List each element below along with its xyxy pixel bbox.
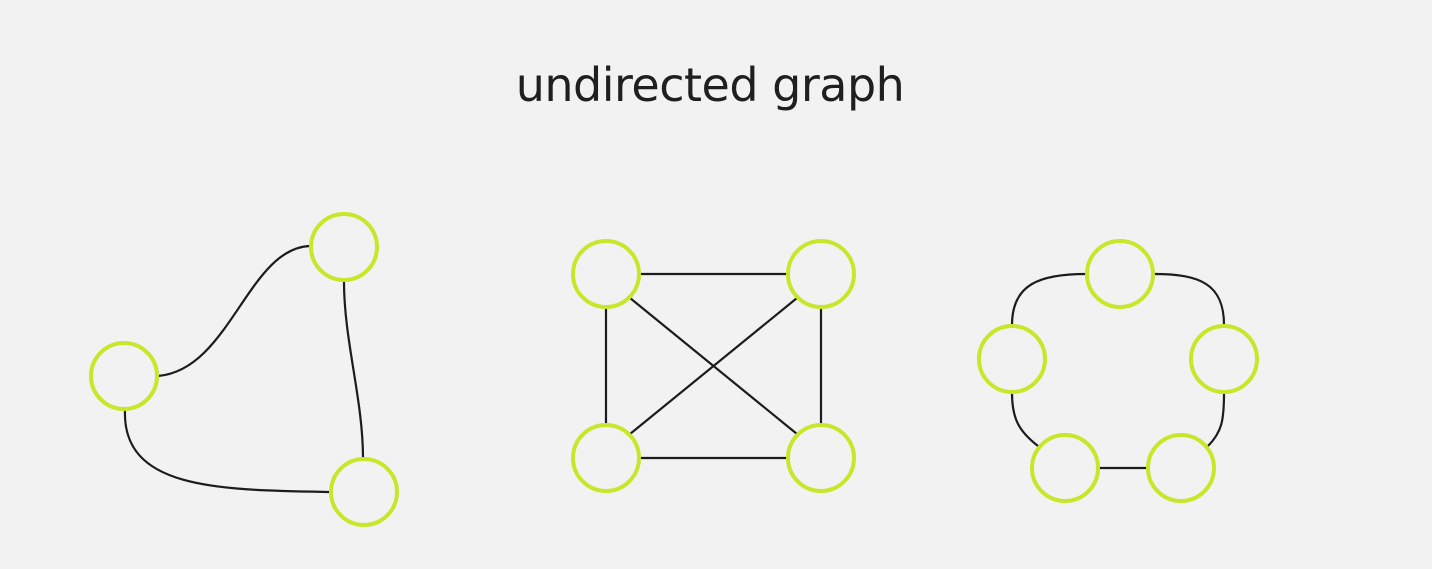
edge-g3-left-top — [1010, 272, 1087, 326]
edge-g3-bottomleft-left — [1010, 392, 1039, 447]
node-g2-bottom-left — [571, 423, 641, 493]
node-g2-bottom-right — [786, 423, 856, 493]
edge-g3-right-bottomright — [1207, 392, 1226, 447]
graph-four-node-complete — [571, 239, 856, 493]
edge-g1-top-bottom — [342, 281, 365, 459]
node-g3-bottom-left — [1030, 433, 1100, 503]
node-g3-left — [977, 324, 1047, 394]
diagram-title: undirected graph — [515, 58, 905, 112]
node-g1-left — [89, 341, 159, 411]
graph-three-node-cycle — [89, 212, 399, 527]
edge-g3-top-right — [1153, 272, 1226, 326]
edge-g1-left-top — [157, 244, 311, 378]
edge-g1-left-bottom — [123, 409, 331, 494]
graph-five-node-cycle — [977, 239, 1259, 503]
node-g3-top — [1085, 239, 1155, 309]
node-g2-top-left — [571, 239, 641, 309]
node-g3-right — [1189, 324, 1259, 394]
node-g1-bottom — [329, 457, 399, 527]
node-g1-top — [309, 212, 379, 282]
edge-g2-tr-bl — [629, 297, 798, 435]
node-g2-top-right — [786, 239, 856, 309]
node-g3-bottom-right — [1146, 433, 1216, 503]
